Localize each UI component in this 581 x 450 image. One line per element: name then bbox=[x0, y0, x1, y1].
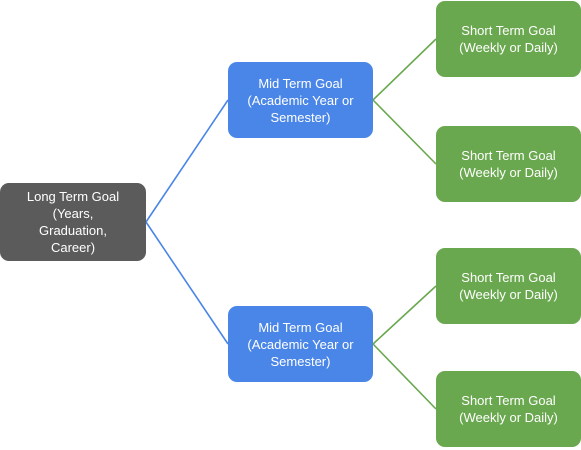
long-term-goal-node: Long Term Goal (Years, Graduation, Caree… bbox=[0, 183, 146, 261]
short-term-goal-label: Short Term Goal (Weekly or Daily) bbox=[459, 148, 558, 180]
short-term-goal-node-2: Short Term Goal (Weekly or Daily) bbox=[436, 126, 581, 202]
short-term-goal-label: Short Term Goal (Weekly or Daily) bbox=[459, 23, 558, 55]
short-term-goal-label: Short Term Goal (Weekly or Daily) bbox=[459, 393, 558, 425]
short-term-goal-node-3: Short Term Goal (Weekly or Daily) bbox=[436, 248, 581, 324]
long-term-goal-label: Long Term Goal (Years, Graduation, Caree… bbox=[26, 189, 120, 255]
mid-term-goal-label: Mid Term Goal (Academic Year or Semester… bbox=[247, 75, 354, 125]
short-term-goal-node-4: Short Term Goal (Weekly or Daily) bbox=[436, 371, 581, 447]
short-term-goal-label: Short Term Goal (Weekly or Daily) bbox=[459, 270, 558, 302]
short-term-goal-node-1: Short Term Goal (Weekly or Daily) bbox=[436, 1, 581, 77]
mid-term-goal-node-1: Mid Term Goal (Academic Year or Semester… bbox=[228, 62, 373, 138]
mid-term-goal-node-2: Mid Term Goal (Academic Year or Semester… bbox=[228, 306, 373, 382]
connector-long-to-mid-1 bbox=[145, 99, 229, 223]
connector-long-to-mid-2 bbox=[145, 221, 229, 345]
mid-term-goal-label: Mid Term Goal (Academic Year or Semester… bbox=[247, 319, 354, 369]
connector-mid-2-to-short-3 bbox=[372, 285, 437, 345]
connector-mid-2-to-short-4 bbox=[372, 343, 437, 410]
connector-mid-1-to-short-1 bbox=[372, 38, 437, 101]
connector-mid-1-to-short-2 bbox=[372, 99, 437, 165]
